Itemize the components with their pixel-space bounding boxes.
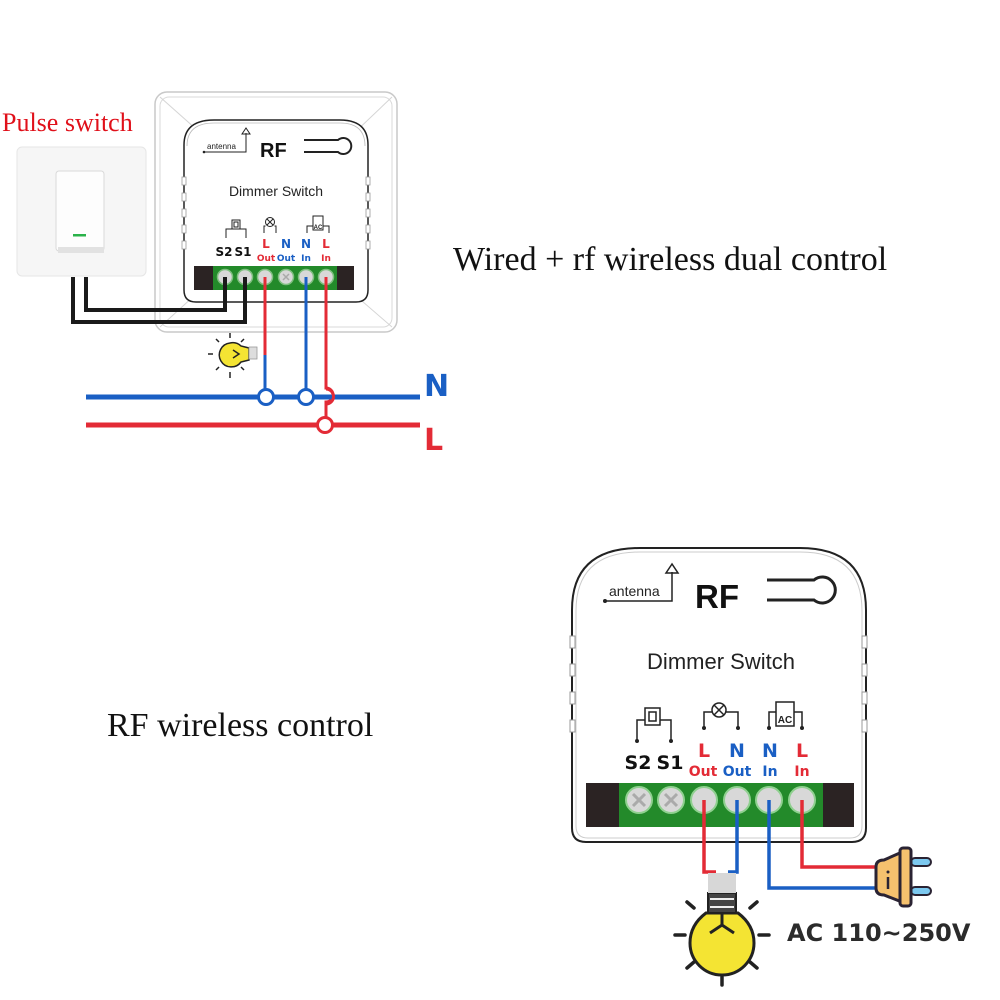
wireless-control-title: RF wireless control (107, 707, 373, 744)
terminal-sublabel-l-out: Out (689, 764, 718, 780)
light-bulb-icon (208, 333, 258, 378)
ac-symbol-label: AC (314, 225, 323, 231)
ac-source-symbol (312, 215, 324, 231)
terminal-sublabel-l-in: In (794, 764, 809, 780)
antenna-label: antenna (609, 583, 660, 599)
neutral-junction (257, 388, 275, 406)
lamp-neutral-wire (728, 800, 739, 874)
voltage-label: AC 110~250V (787, 919, 971, 947)
dimmer-module-top: antenna RF Dimmer Switch AC S2 S1 L Out … (181, 119, 371, 303)
lamp-live-wire (702, 800, 716, 874)
terminal-label-n-in: N (762, 740, 778, 762)
neutral-junction (297, 388, 315, 406)
dimmer-module-bottom: antenna RF Dimmer Switch AC S2 S1 L Out … (569, 547, 868, 843)
terminal-label-l-in: L (796, 740, 808, 762)
terminal-label-s1: S1 (235, 245, 252, 259)
lamp-symbol (265, 217, 275, 227)
terminal-screws (625, 786, 816, 814)
terminal-sublabel-l-out: Out (257, 254, 276, 264)
live-crossover-hop (325, 387, 335, 406)
ac-symbol-label: AC (778, 715, 792, 726)
terminal-sublabel-n-out: Out (277, 254, 296, 264)
live-in-wire (800, 800, 876, 869)
terminal-label-l-out: L (698, 740, 710, 762)
neutral-in-wire (767, 800, 876, 890)
terminal-sublabel-n-in: In (301, 254, 311, 264)
rf-label: RF (260, 140, 287, 162)
rf-keyhole-icon (304, 137, 353, 155)
neutral-bus-label: N (424, 369, 449, 404)
lamp-symbol (711, 702, 727, 718)
terminal-screws (216, 268, 335, 286)
dual-control-title: Wired + rf wireless dual control (453, 241, 887, 278)
terminal-label-l-out: L (262, 237, 270, 251)
module-name: Dimmer Switch (647, 649, 795, 674)
terminal-label-l-in: L (322, 237, 330, 251)
module-name: Dimmer Switch (229, 183, 323, 199)
terminal-label-s2: S2 (216, 245, 233, 259)
terminal-label-s2: S2 (625, 752, 652, 774)
rf-label: RF (695, 578, 739, 615)
terminal-sublabel-n-in: In (762, 764, 777, 780)
light-bulb-icon (673, 873, 771, 987)
terminal-label-n-out: N (281, 237, 291, 251)
live-junction (316, 416, 334, 434)
switch-wires (71, 277, 247, 324)
terminal-sublabel-l-in: In (321, 254, 331, 264)
ac-source-symbol (775, 701, 795, 727)
terminal-label-n-in: N (301, 237, 311, 251)
antenna-icon (202, 127, 251, 154)
pushbutton-symbol (644, 707, 661, 726)
antenna-icon (603, 562, 680, 603)
pulse-switch-label: Pulse switch (2, 108, 133, 137)
pulse-wall-switch (16, 146, 147, 277)
power-plug-icon (874, 846, 932, 908)
switch-indicator-led (73, 234, 86, 237)
antenna-label: antenna (207, 142, 236, 151)
terminal-sublabel-n-out: Out (723, 764, 752, 780)
terminal-label-n-out: N (729, 740, 745, 762)
rf-keyhole-icon (767, 575, 837, 605)
live-bus-label: L (424, 423, 443, 458)
terminal-label-s1: S1 (657, 752, 684, 774)
